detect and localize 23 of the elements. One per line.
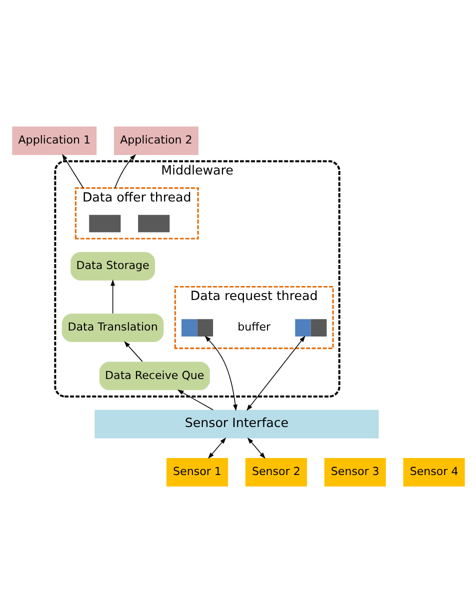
arrow xyxy=(124,340,142,362)
node-box xyxy=(88,214,120,232)
node-box: Sensor Interface xyxy=(94,409,378,438)
arrow xyxy=(110,278,115,314)
node-box: Application 2 xyxy=(113,126,198,154)
node-box: Data Translation xyxy=(61,313,164,342)
arrow xyxy=(246,335,305,410)
node-box: Sensor 2 xyxy=(244,458,306,486)
arrow xyxy=(62,153,84,188)
node-box: Data Storage xyxy=(70,252,155,280)
arrow xyxy=(208,436,226,458)
node-box: Application 1 xyxy=(12,126,96,154)
arrow xyxy=(204,335,237,410)
arrow xyxy=(246,436,265,458)
arrow xyxy=(114,154,136,188)
cluster: Data offer thread xyxy=(74,186,198,239)
arrow xyxy=(176,389,213,410)
node-box: Data Receive Que xyxy=(98,361,210,390)
node-box: Sensor 1 xyxy=(166,458,228,486)
node-box: Sensor 4 xyxy=(402,458,464,486)
node-box xyxy=(138,214,170,232)
node-box: Sensor 3 xyxy=(324,458,386,486)
node-label: buffer xyxy=(237,320,270,334)
